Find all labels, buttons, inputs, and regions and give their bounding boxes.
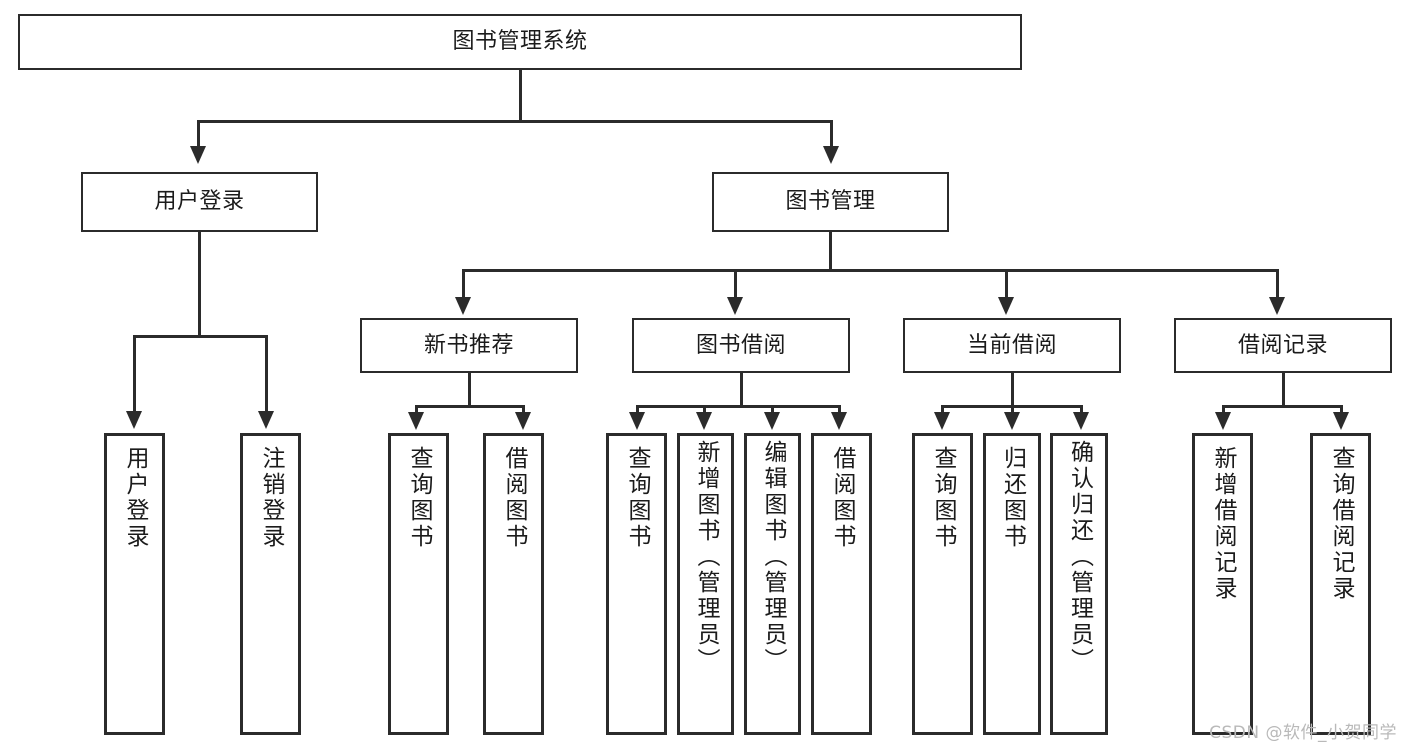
edge-user-login-to-leaf-0 [133,335,136,413]
edge-book-borrow-to-leaf-3 [838,405,841,415]
edge-new-book-to-leaf-1 [522,405,525,415]
edge-current-borrow-to-leaf-1 [1011,405,1014,415]
arrowhead-current-borrow-leaf-2 [1073,412,1089,430]
node-label: 查询图书 [624,446,650,550]
arrowhead-book-borrow-leaf-0 [629,412,645,430]
node-label: 注销登录 [258,446,284,550]
edge-current-borrow-stem [1011,373,1014,408]
leaf-new-book-borrow[interactable]: 借阅图书 [483,433,544,735]
node-new-book-recommend[interactable]: 新书推荐 [360,318,578,373]
edge-borrow-record-bus [1222,405,1343,408]
leaf-book-borrow-borrow[interactable]: 借阅图书 [811,433,872,735]
leaf-user-login-logout[interactable]: 注销登录 [240,433,301,735]
leaf-borrow-record-add[interactable]: 新增借阅记录 [1192,433,1253,735]
edge-book-borrow-to-leaf-2 [771,405,774,415]
node-book-management[interactable]: 图书管理 [712,172,949,232]
leaf-book-borrow-add[interactable]: 新增图书（管理员） [677,433,734,735]
edge-book-mgmt-stem [829,232,832,272]
node-label: 查询图书 [406,446,432,550]
edge-root-to-book-mgmt [830,120,833,148]
arrowhead-l3-0 [455,297,471,315]
edge-book-mgmt-to-l3-3 [1276,269,1279,299]
leaf-book-borrow-query[interactable]: 查询图书 [606,433,667,735]
edge-user-login-stem [198,232,201,337]
node-label: 新书推荐 [423,332,514,358]
leaf-book-borrow-edit[interactable]: 编辑图书（管理员） [744,433,801,735]
leaf-current-borrow-return[interactable]: 归还图书 [983,433,1041,735]
edge-borrow-record-to-leaf-0 [1222,405,1225,415]
edge-book-mgmt-to-l3-0 [462,269,465,299]
node-label: 当前借阅 [966,332,1057,358]
edge-book-borrow-stem [740,373,743,408]
node-label: 图书管理 [785,189,876,215]
node-book-borrow[interactable]: 图书借阅 [632,318,850,373]
arrowhead-to-book-mgmt [823,146,839,164]
arrowhead-borrow-record-leaf-1 [1333,412,1349,430]
node-label: 查询图书 [930,446,956,550]
node-label: 图书管理系统 [452,29,588,55]
node-label: 借阅图书 [501,446,527,550]
edge-new-book-to-leaf-0 [415,405,418,415]
node-root-system[interactable]: 图书管理系统 [18,14,1022,70]
node-label: 查询借阅记录 [1328,446,1354,602]
leaf-user-login-login[interactable]: 用户登录 [104,433,165,735]
arrowhead-current-borrow-leaf-1 [1004,412,1020,430]
edge-current-borrow-to-leaf-2 [1080,405,1083,415]
node-label: 归还图书 [999,446,1026,550]
edge-root-stem [519,70,522,122]
node-label: 图书借阅 [695,332,786,358]
edge-book-mgmt-to-l3-1 [734,269,737,299]
edge-root-bus [197,120,833,123]
node-label: 确认归还（管理员） [1066,440,1093,674]
node-label: 借阅记录 [1237,332,1328,358]
edge-borrow-record-stem [1282,373,1285,408]
leaf-current-borrow-confirm-return[interactable]: 确认归还（管理员） [1050,433,1108,735]
node-label: 用户登录 [122,446,148,550]
edge-new-book-bus [415,405,525,408]
arrowhead-l3-1 [727,297,743,315]
edge-user-login-bus [133,335,268,338]
edge-book-mgmt-bus [462,269,1279,272]
node-label: 用户登录 [154,189,245,215]
arrowhead-book-borrow-leaf-3 [831,412,847,430]
edge-book-mgmt-to-l3-2 [1005,269,1008,299]
leaf-borrow-record-query[interactable]: 查询借阅记录 [1310,433,1371,735]
leaf-current-borrow-query[interactable]: 查询图书 [912,433,973,735]
node-current-borrow[interactable]: 当前借阅 [903,318,1121,373]
node-borrow-record[interactable]: 借阅记录 [1174,318,1392,373]
edge-book-borrow-to-leaf-1 [703,405,706,415]
arrowhead-l3-3 [1269,297,1285,315]
edge-current-borrow-to-leaf-0 [941,405,944,415]
node-label: 编辑图书（管理员） [760,440,786,674]
arrowhead-user-login-leaf-1 [258,411,274,429]
node-user-login[interactable]: 用户登录 [81,172,318,232]
arrowhead-to-user-login [190,146,206,164]
edge-borrow-record-to-leaf-1 [1340,405,1343,415]
edge-book-borrow-bus [636,405,840,408]
arrowhead-book-borrow-leaf-2 [764,412,780,430]
edge-root-to-user-login [197,120,200,148]
arrowhead-new-book-leaf-0 [408,412,424,430]
node-label: 新增借阅记录 [1210,446,1236,602]
arrowhead-borrow-record-leaf-0 [1215,412,1231,430]
node-label: 借阅图书 [829,446,855,550]
arrowhead-new-book-leaf-1 [515,412,531,430]
arrowhead-current-borrow-leaf-0 [934,412,950,430]
arrowhead-book-borrow-leaf-1 [696,412,712,430]
leaf-new-book-query[interactable]: 查询图书 [388,433,449,735]
edge-book-borrow-to-leaf-0 [636,405,639,415]
node-label: 新增图书（管理员） [693,440,719,674]
arrowhead-user-login-leaf-0 [126,411,142,429]
arrowhead-l3-2 [998,297,1014,315]
edge-user-login-to-leaf-1 [265,335,268,413]
edge-new-book-stem [468,373,471,408]
